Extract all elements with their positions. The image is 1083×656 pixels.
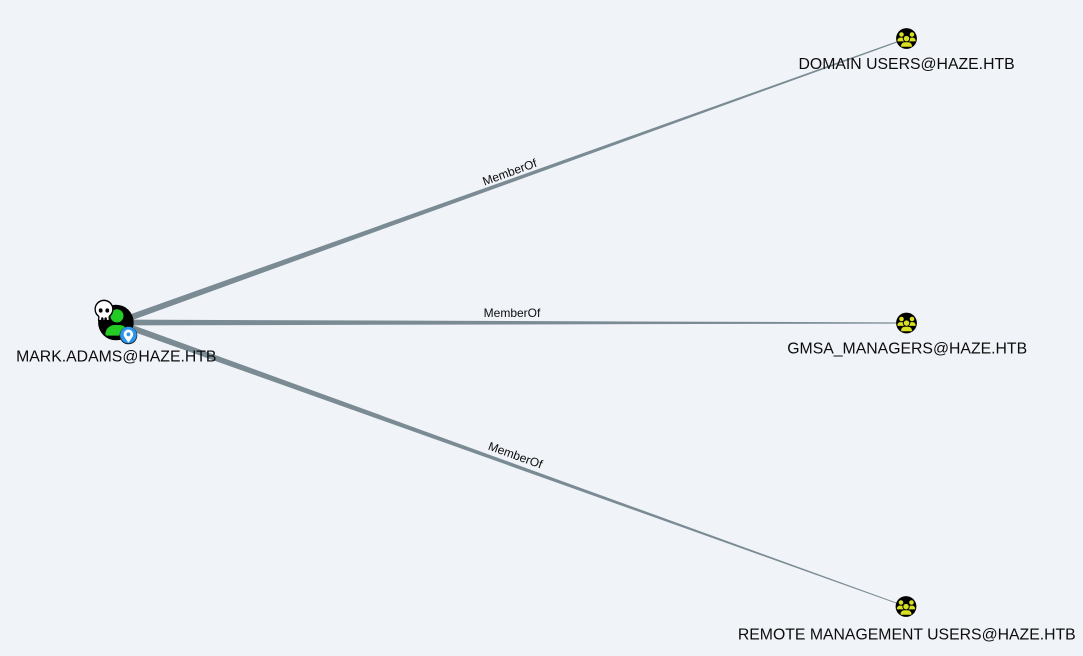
svg-text:REMOTE MANAGEMENT USERS@HAZE.H: REMOTE MANAGEMENT USERS@HAZE.HTB (738, 627, 1076, 644)
svg-text:DOMAIN USERS@HAZE.HTB: DOMAIN USERS@HAZE.HTB (799, 56, 1015, 73)
svg-text:MARK.ADAMS@HAZE.HTB: MARK.ADAMS@HAZE.HTB (16, 349, 216, 366)
svg-text:GMSA_MANAGERS@HAZE.HTB: GMSA_MANAGERS@HAZE.HTB (787, 341, 1027, 358)
svg-text:MemberOf: MemberOf (484, 306, 541, 320)
